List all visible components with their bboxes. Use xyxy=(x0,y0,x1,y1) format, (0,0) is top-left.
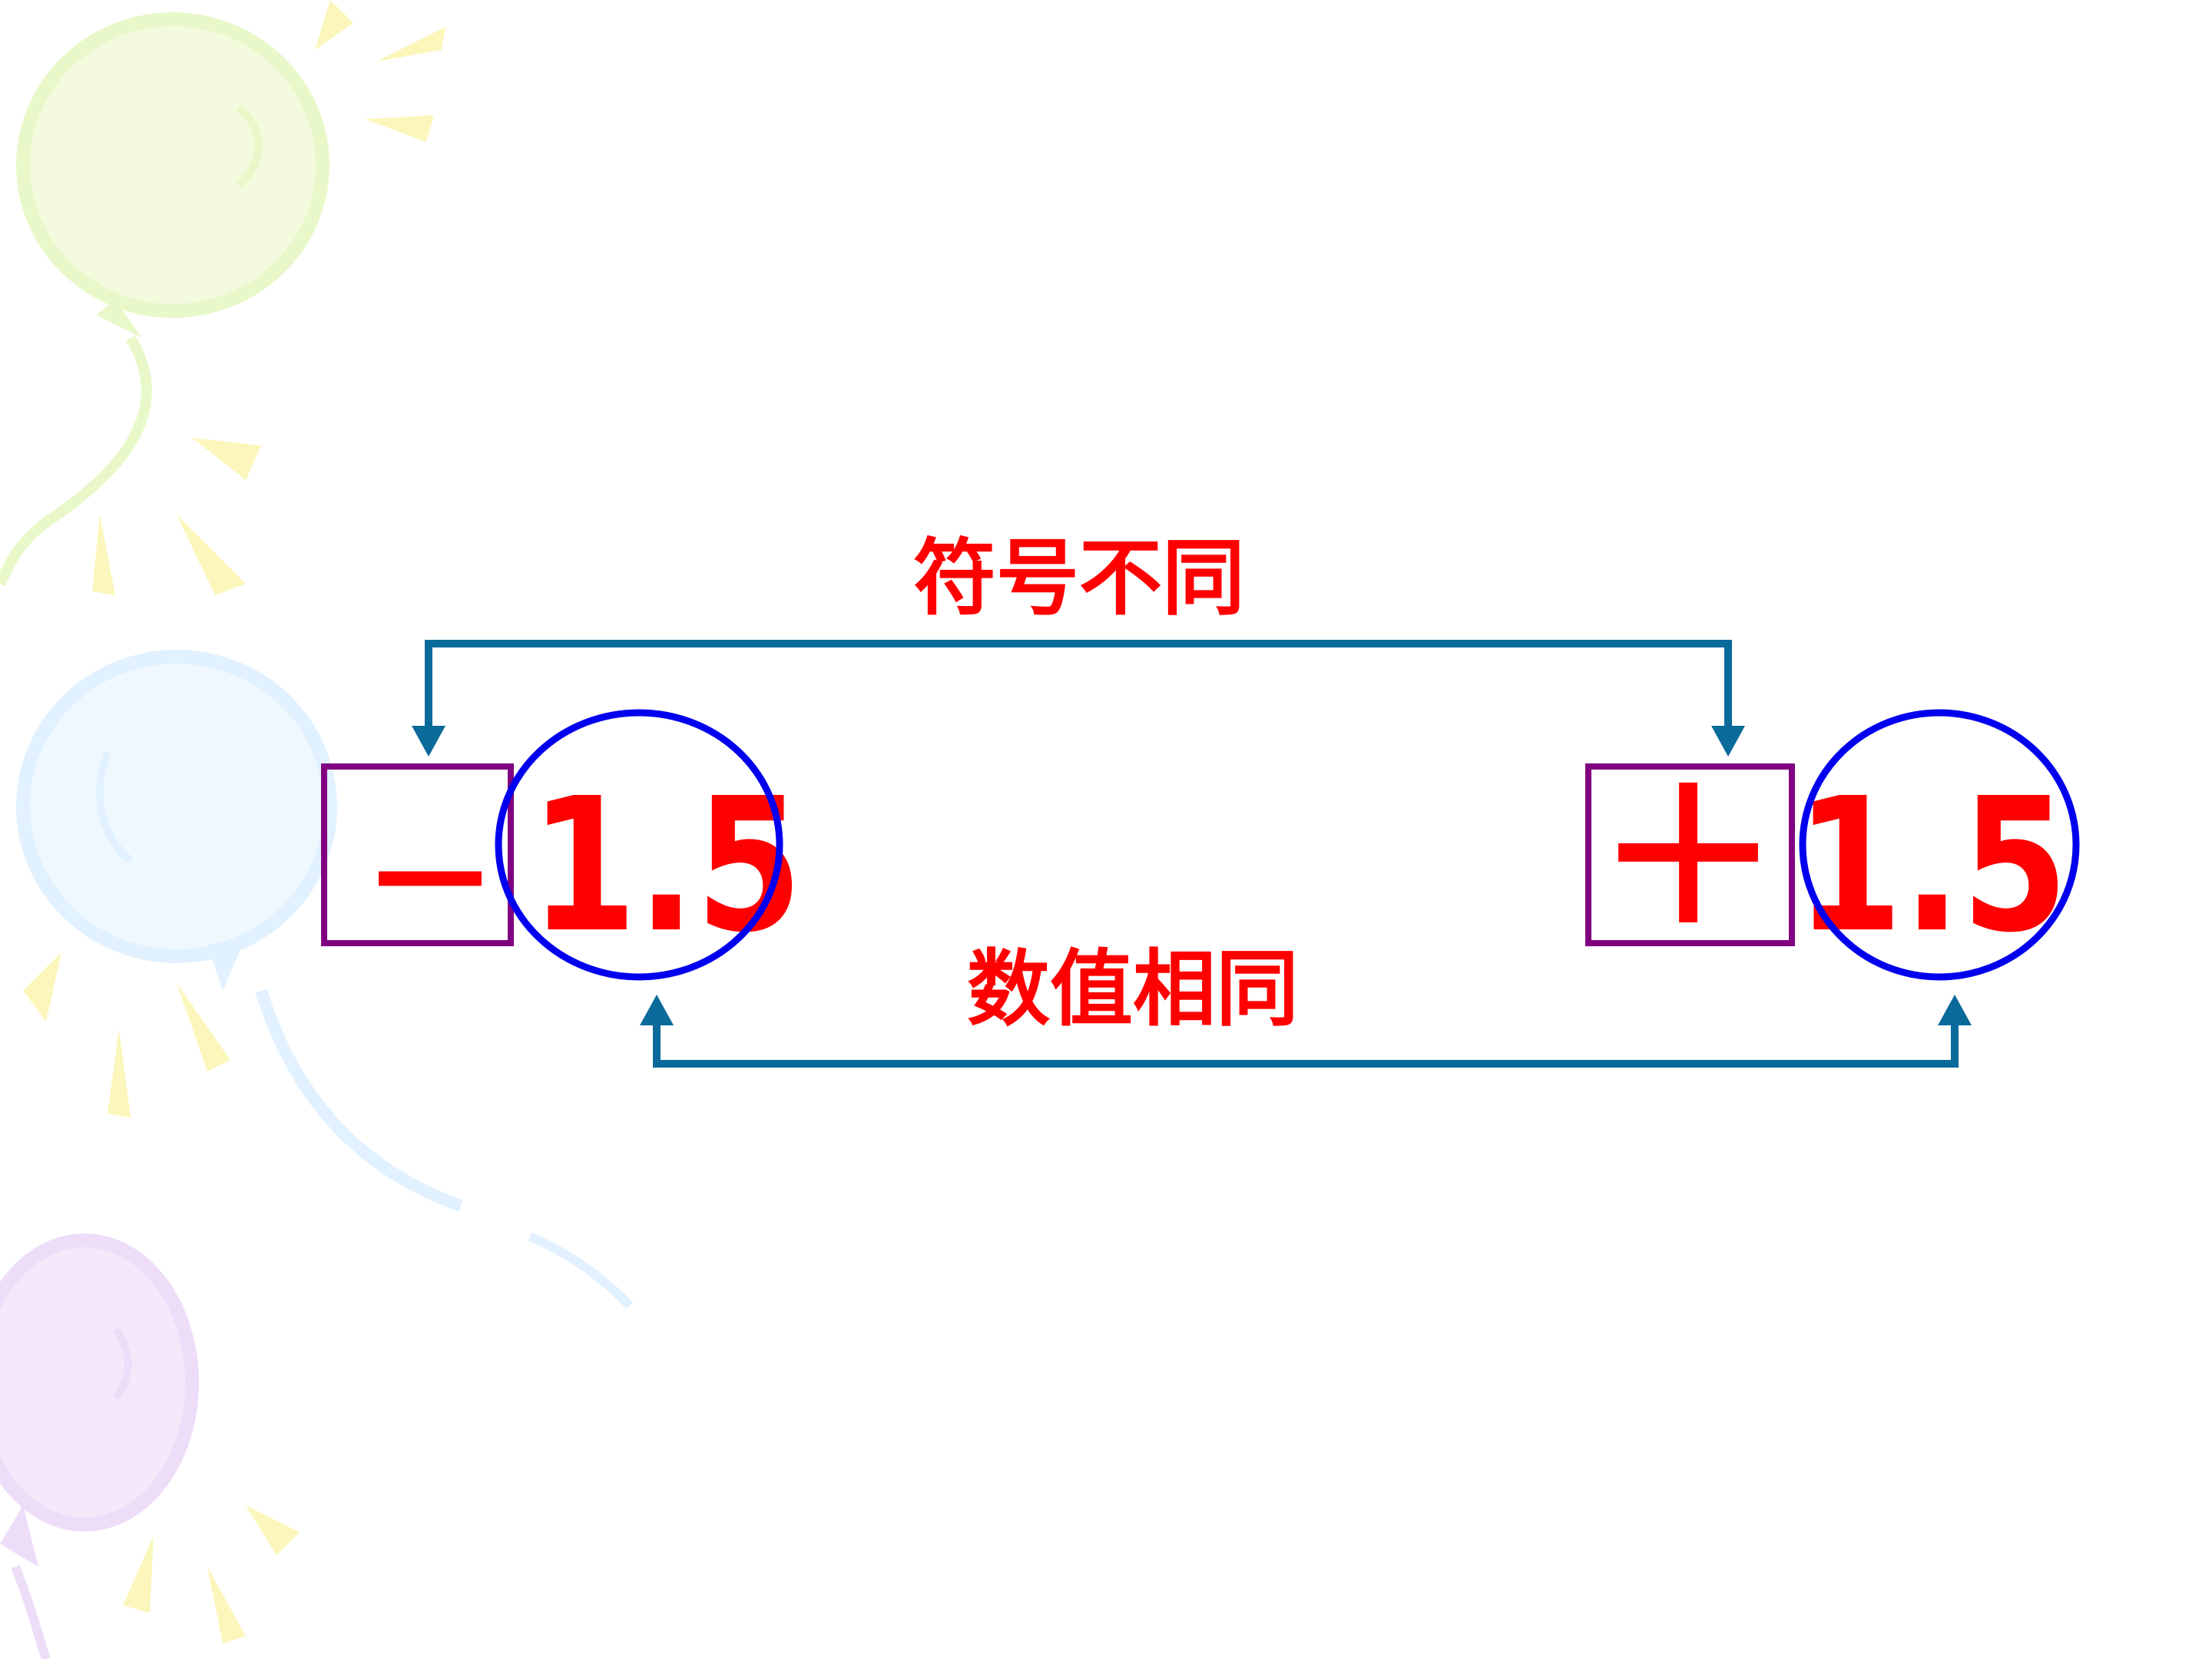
arrowhead-down-right-icon xyxy=(1711,726,1745,757)
value-arrow-connector xyxy=(653,1018,1959,1068)
left-sign: — xyxy=(373,804,488,938)
sign-arrow-connector xyxy=(425,640,1732,733)
arrowhead-up-left-icon xyxy=(640,995,674,1025)
balloon-blue-icon xyxy=(16,650,634,1310)
sign-differs-label: 符号不同 xyxy=(913,531,1245,627)
arrowhead-down-left-icon xyxy=(412,726,445,757)
value-same-label: 数值相同 xyxy=(967,942,1299,1038)
right-value: 1.5 xyxy=(1796,758,2068,973)
sun-rays-decoration xyxy=(23,0,445,1644)
right-value-circle xyxy=(1799,709,2080,981)
balloon-decoration xyxy=(0,0,634,1659)
arrowhead-up-right-icon xyxy=(1938,995,1972,1025)
left-sign-box xyxy=(321,763,514,946)
right-sign: ＋ xyxy=(1596,750,1780,965)
balloon-yellow-icon xyxy=(0,12,329,587)
right-sign-box xyxy=(1585,763,1795,946)
balloon-purple-icon xyxy=(0,1233,199,1659)
left-value: 1.5 xyxy=(530,758,803,973)
left-value-circle xyxy=(495,709,783,981)
